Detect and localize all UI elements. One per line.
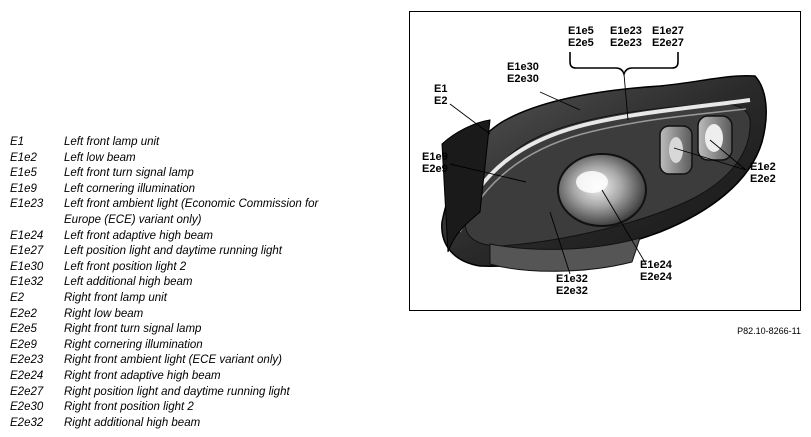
legend-code: E1e23 xyxy=(10,198,44,211)
drl-light-strip xyxy=(456,98,751,227)
legend-code: E1e9 xyxy=(10,182,37,195)
legend-description: Right additional high beam xyxy=(64,416,201,429)
leader-line xyxy=(601,189,647,265)
lamp-side-shroud xyxy=(441,119,491,253)
legend-item: E1e24 Left front adaptive high beam xyxy=(10,229,354,245)
legend-item: E1e27 Left position light and daytime run… xyxy=(10,244,354,260)
legend-description: Left low beam xyxy=(64,151,136,164)
legend-description: Right position light and daytime running… xyxy=(64,385,290,398)
legend-description: Left front position light 2 xyxy=(64,260,187,273)
legend-code: E2 xyxy=(10,291,25,304)
leader-line xyxy=(539,91,581,111)
legend-description: Right front turn signal lamp xyxy=(64,323,202,336)
legend-code: E2e24 xyxy=(10,369,44,382)
legend-description: Right front adaptive high beam xyxy=(64,369,221,382)
legend-list: E1 Left front lamp unit E1e2 Left low beam… xyxy=(10,135,354,431)
legend-item: E1e30 Left front position light 2 xyxy=(10,260,354,276)
leader-line xyxy=(709,139,747,171)
legend-item: E1e23 Left front ambient light (Economic … xyxy=(10,197,354,228)
leader-line xyxy=(549,211,571,275)
legend-code: E2e23 xyxy=(10,354,44,367)
legend-code: E1e2 xyxy=(10,151,37,164)
leader-line xyxy=(449,163,527,183)
leader-line xyxy=(623,73,629,121)
legend-code: E2e27 xyxy=(10,385,44,398)
legend-item: E2e27 Right position light and daytime ru… xyxy=(10,385,354,401)
legend-code: E1e27 xyxy=(10,245,44,258)
legend-item: E1 Left front lamp unit xyxy=(10,135,354,151)
legend-item: E2e32 Right additional high beam xyxy=(10,416,354,432)
legend-code: E2e2 xyxy=(10,307,37,320)
legend-item: E2e9 Right cornering illumination xyxy=(10,338,354,354)
leader-line xyxy=(449,103,491,135)
legend-item: E2 Right front lamp unit xyxy=(10,291,354,307)
legend-code: E2e30 xyxy=(10,401,44,414)
legend-item: E2e5 Right front turn signal lamp xyxy=(10,322,354,338)
legend-code: E2e32 xyxy=(10,416,44,429)
legend-description: Left position light and daytime running … xyxy=(64,245,283,258)
legend-code: E2e9 xyxy=(10,338,37,351)
legend-code: E1 xyxy=(10,136,25,148)
legend-description: Right front position light 2 xyxy=(64,401,194,414)
legend-description: Right front lamp unit xyxy=(64,291,167,304)
legend-item: E2e2 Right low beam xyxy=(10,307,354,323)
legend-item: E2e30 Right front position light 2 xyxy=(10,400,354,416)
legend-code: E2e5 xyxy=(10,323,37,336)
legend-description: Right low beam xyxy=(64,307,144,320)
legend-description: Left front adaptive high beam xyxy=(64,229,213,242)
legend-item: E1e9 Left cornering illumination xyxy=(10,182,354,198)
legend-description: Left front turn signal lamp xyxy=(64,167,194,180)
legend-item: E2e23 Right front ambient light (ECE vari… xyxy=(10,353,354,369)
legend-code: E1e24 xyxy=(10,229,44,242)
legend-description: Right cornering illumination xyxy=(64,338,203,351)
leader-line xyxy=(673,147,747,171)
legend-description: Left front ambient light (Economic Commi… xyxy=(64,198,319,226)
legend-description: Left front lamp unit xyxy=(64,136,160,148)
legend-item: E1e5 Left front turn signal lamp xyxy=(10,166,354,182)
legend-description: Left additional high beam xyxy=(64,276,193,289)
legend-item: E1e2 Left low beam xyxy=(10,151,354,167)
legend-code: E1e5 xyxy=(10,167,37,180)
legend-item: E2e24 Right front adaptive high beam xyxy=(10,369,354,385)
figure-reference: P82.10-8266-11 xyxy=(737,326,801,336)
callout-bracket xyxy=(569,52,679,77)
legend-item: E1e32 Left additional high beam xyxy=(10,275,354,291)
lamp-lower-housing xyxy=(489,237,641,272)
legend-description: Right front ambient light (ECE variant o… xyxy=(64,354,282,367)
legend-code: E1e32 xyxy=(10,276,44,289)
headlamp-illustration xyxy=(441,52,767,275)
legend-description: Left cornering illumination xyxy=(64,182,196,195)
legend-code: E1e30 xyxy=(10,260,44,273)
